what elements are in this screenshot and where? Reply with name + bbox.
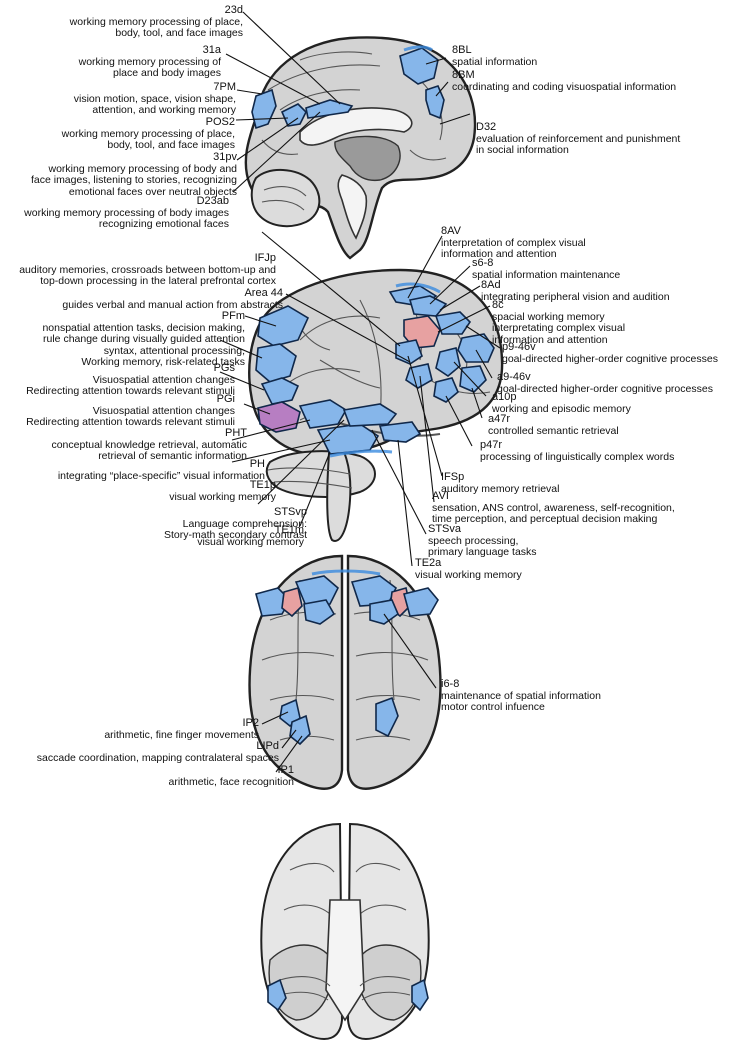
label-a10p: a10p working and episodic memory xyxy=(492,392,631,415)
label-31pv: 31pv working memory processing of body a… xyxy=(31,152,237,198)
region-function: Redirecting attention towards relevant s… xyxy=(26,417,235,429)
label-STSva: STSva speech processing, primary languag… xyxy=(428,524,537,559)
label-D32: D32 evaluation of reinforcement and puni… xyxy=(476,122,680,157)
region-code: D32 xyxy=(476,122,680,134)
region-function: guides verbal and manual action from abs… xyxy=(62,300,283,312)
region-function: rule change during visually guided atten… xyxy=(42,334,245,346)
roi-dorsal-right-1 xyxy=(404,588,438,616)
label-D23ab: D23ab working memory processing of body … xyxy=(24,196,229,231)
region-function: saccade coordination, mapping contralate… xyxy=(37,753,279,765)
region-code: TE1p xyxy=(169,480,276,492)
region-code: s6-8 xyxy=(472,258,620,270)
label-PGi: PGi Visuospatial attention changes Redir… xyxy=(26,394,235,429)
label-PHT: PHT conceptual knowledge retrieval, auto… xyxy=(51,428,247,463)
region-function: arithmetic, fine finger movements xyxy=(104,730,259,742)
region-function: body, tool, and face images xyxy=(70,28,243,40)
region-function: interpretating complex visual xyxy=(492,323,625,335)
region-function: coordinating and coding visuospatial inf… xyxy=(452,82,676,94)
region-code: i6-8 xyxy=(441,679,601,691)
label-Area44: Area 44 guides verbal and manual action … xyxy=(62,288,283,311)
region-code: IP2 xyxy=(104,718,259,730)
region-code: 7PM xyxy=(74,82,236,94)
region-function: place and body images xyxy=(79,68,221,80)
label-IP2: IP2 arithmetic, fine finger movements xyxy=(104,718,259,741)
region-function: motor control infuence xyxy=(441,702,601,714)
label-PFm: PFm nonspatial attention tasks, decision… xyxy=(42,311,245,369)
roi-ventral-right xyxy=(412,980,428,1010)
region-code: POS2 xyxy=(62,117,235,129)
label-TE1m: TE1m visual working memory xyxy=(197,525,304,548)
region-code: IP1 xyxy=(169,765,294,777)
region-function: in social information xyxy=(476,145,680,157)
label-i6-8: i6-8 maintenance of spatial information … xyxy=(441,679,601,714)
region-code: PGs xyxy=(26,363,235,375)
label-TE1p: TE1p visual working memory xyxy=(169,480,276,503)
label-LIPd: LIPd saccade coordination, mapping contr… xyxy=(37,741,279,764)
region-function: face images, listening to stories, recog… xyxy=(31,175,237,187)
region-function: visual working memory xyxy=(197,537,304,549)
label-p47r: p47r processing of linguistically comple… xyxy=(480,440,674,463)
region-code: p9-46v xyxy=(502,342,718,354)
region-function: visual working memory xyxy=(169,492,276,504)
region-code: 8BM xyxy=(452,70,676,82)
label-s6-8: s6-8 spatial information maintenance xyxy=(472,258,620,281)
region-code: 8AV xyxy=(441,226,586,238)
label-8c: 8c spacial working memory interpretating… xyxy=(492,300,625,346)
region-code: PHT xyxy=(51,428,247,440)
medial-brain-view xyxy=(226,12,475,258)
region-code: IFSp xyxy=(441,472,559,484)
region-code: a10p xyxy=(492,392,631,404)
label-IFJp: IFJp auditory memories, crossroads betwe… xyxy=(19,253,276,288)
region-function: primary language tasks xyxy=(428,547,537,559)
region-code: p47r xyxy=(480,440,674,452)
region-code: 8c xyxy=(492,300,625,312)
region-code: 8BL xyxy=(452,45,537,57)
label-PGs: PGs Visuospatial attention changes Redir… xyxy=(26,363,235,398)
region-function: arithmetic, face recognition xyxy=(169,777,294,789)
region-code: 23d xyxy=(70,5,243,17)
label-PH: PH integrating “place-specific” visual i… xyxy=(58,459,265,482)
region-code: PGi xyxy=(26,394,235,406)
region-code: 31a xyxy=(79,45,221,57)
region-code: PH xyxy=(58,459,265,471)
region-code: TE1m xyxy=(197,525,304,537)
region-code: AVI xyxy=(432,491,675,503)
region-code: 8Ad xyxy=(481,280,670,292)
region-function: body, tool, and face images xyxy=(62,140,235,152)
region-code: 31pv xyxy=(31,152,237,164)
region-code: TE2a xyxy=(415,558,522,570)
label-8BM: 8BM coordinating and coding visuospatial… xyxy=(452,70,676,93)
region-function: goal-directed higher-order cognitive pro… xyxy=(502,354,718,366)
label-p9-46v: p9-46v goal-directed higher-order cognit… xyxy=(502,342,718,365)
region-function: controlled semantic retrieval xyxy=(488,426,619,438)
region-function: attention, and working memory xyxy=(74,105,236,117)
region-code: D23ab xyxy=(24,196,229,208)
region-function: top-down processing in the lateral prefr… xyxy=(19,276,276,288)
ventral-brain-view xyxy=(261,824,428,1039)
label-a47r: a47r controlled semantic retrieval xyxy=(488,414,619,437)
region-function: spatial information xyxy=(452,57,537,69)
label-IP1: IP1 arithmetic, face recognition xyxy=(169,765,294,788)
region-code: a9-46v xyxy=(497,372,713,384)
region-function: recognizing emotional faces xyxy=(24,219,229,231)
label-8BL: 8BL spatial information xyxy=(452,45,537,68)
region-code: STSvp xyxy=(164,507,307,519)
label-AVI: AVI sensation, ANS control, awareness, s… xyxy=(432,491,675,526)
region-code: PFm xyxy=(42,311,245,323)
region-function: processing of linguistically complex wor… xyxy=(480,452,674,464)
label-8AV: 8AV interpretation of complex visual inf… xyxy=(441,226,586,261)
label-POS2: POS2 working memory processing of place,… xyxy=(62,117,235,152)
region-code: a47r xyxy=(488,414,619,426)
roi-TE2a xyxy=(380,422,420,442)
label-31a: 31a working memory processing of place a… xyxy=(79,45,221,80)
label-23d: 23d working memory processing of place, … xyxy=(70,5,243,40)
label-7PM: 7PM vision motion, space, vision shape, … xyxy=(74,82,236,117)
region-code: STSva xyxy=(428,524,537,536)
label-TE2a: TE2a visual working memory xyxy=(415,558,522,581)
region-code: IFJp xyxy=(19,253,276,265)
region-code: Area 44 xyxy=(62,288,283,300)
region-function: visual working memory xyxy=(415,570,522,582)
region-code: LIPd xyxy=(37,741,279,753)
